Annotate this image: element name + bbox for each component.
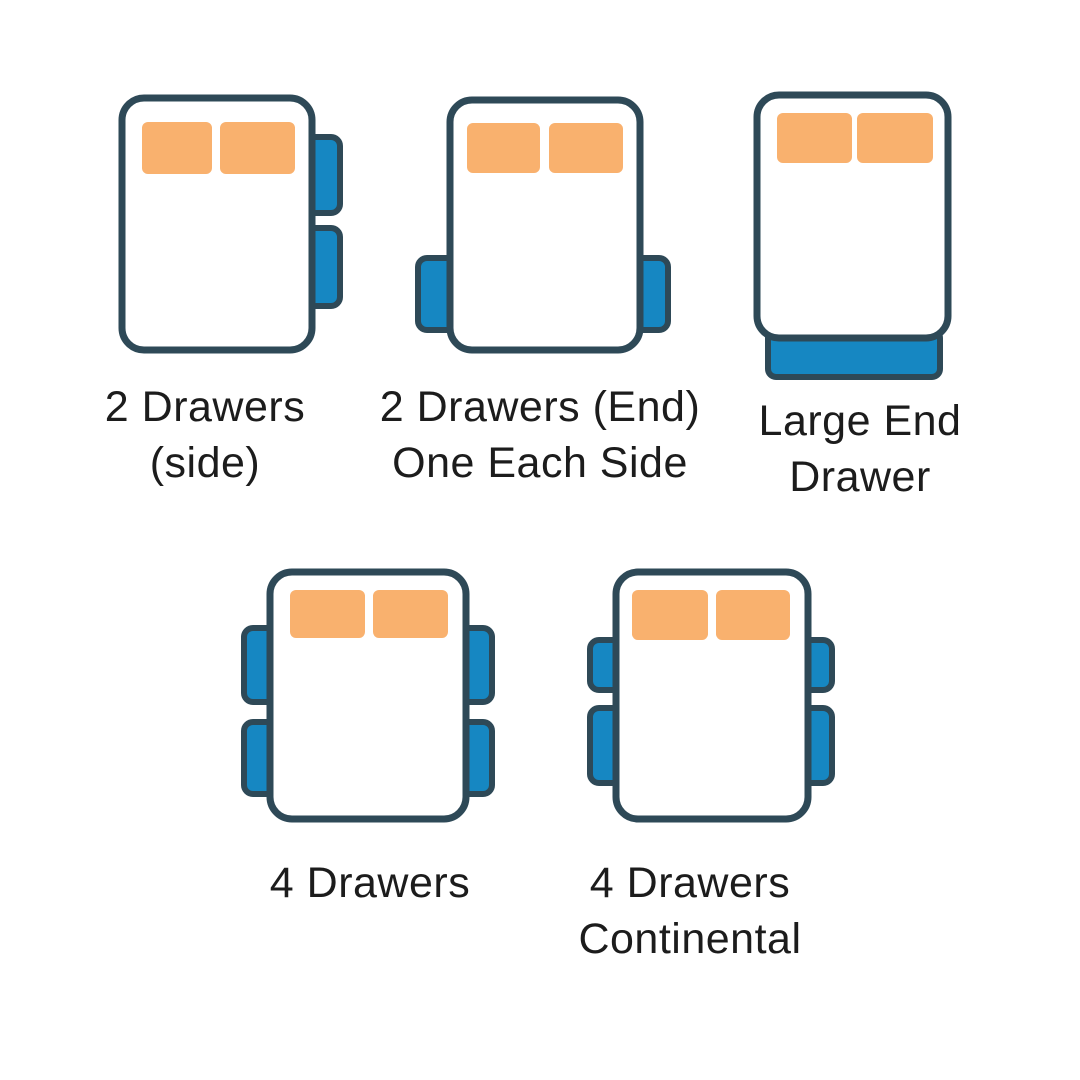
bed-4-drawers-icon xyxy=(241,568,495,823)
label-line: 2 Drawers (End) xyxy=(379,383,701,431)
figure-4-drawers-continental xyxy=(584,565,844,825)
figure-4-drawers xyxy=(238,565,498,825)
label-4-drawers: 4 Drawers xyxy=(220,856,520,912)
label-line: One Each Side xyxy=(392,438,688,487)
bed-4-drawers-continental-icon xyxy=(587,568,835,823)
label-line: 2 Drawers xyxy=(104,383,306,431)
label-line: Drawer xyxy=(789,452,931,501)
label-line: 4 Drawers xyxy=(589,859,791,907)
figure-large-end-drawer xyxy=(740,85,990,385)
label-line: Continental xyxy=(578,914,802,963)
figure-2-drawers-side xyxy=(100,90,350,360)
label-2-drawers-end: 2 Drawers (End) One Each Side xyxy=(370,380,710,492)
label-4-drawers-continental: 4 Drawers Continental xyxy=(535,856,845,968)
label-large-end-drawer: Large End Drawer xyxy=(705,394,1015,506)
bed-large-end-drawer-icon xyxy=(753,91,952,380)
figure-2-drawers-end xyxy=(405,90,675,360)
bed-2-drawers-end-icon xyxy=(415,96,671,354)
label-line: (side) xyxy=(149,438,261,487)
label-2-drawers-side: 2 Drawers (side) xyxy=(40,380,370,492)
label-line: 4 Drawers xyxy=(269,859,471,907)
bed-2-drawers-side-icon xyxy=(118,94,343,354)
label-line: Large End xyxy=(758,397,962,445)
